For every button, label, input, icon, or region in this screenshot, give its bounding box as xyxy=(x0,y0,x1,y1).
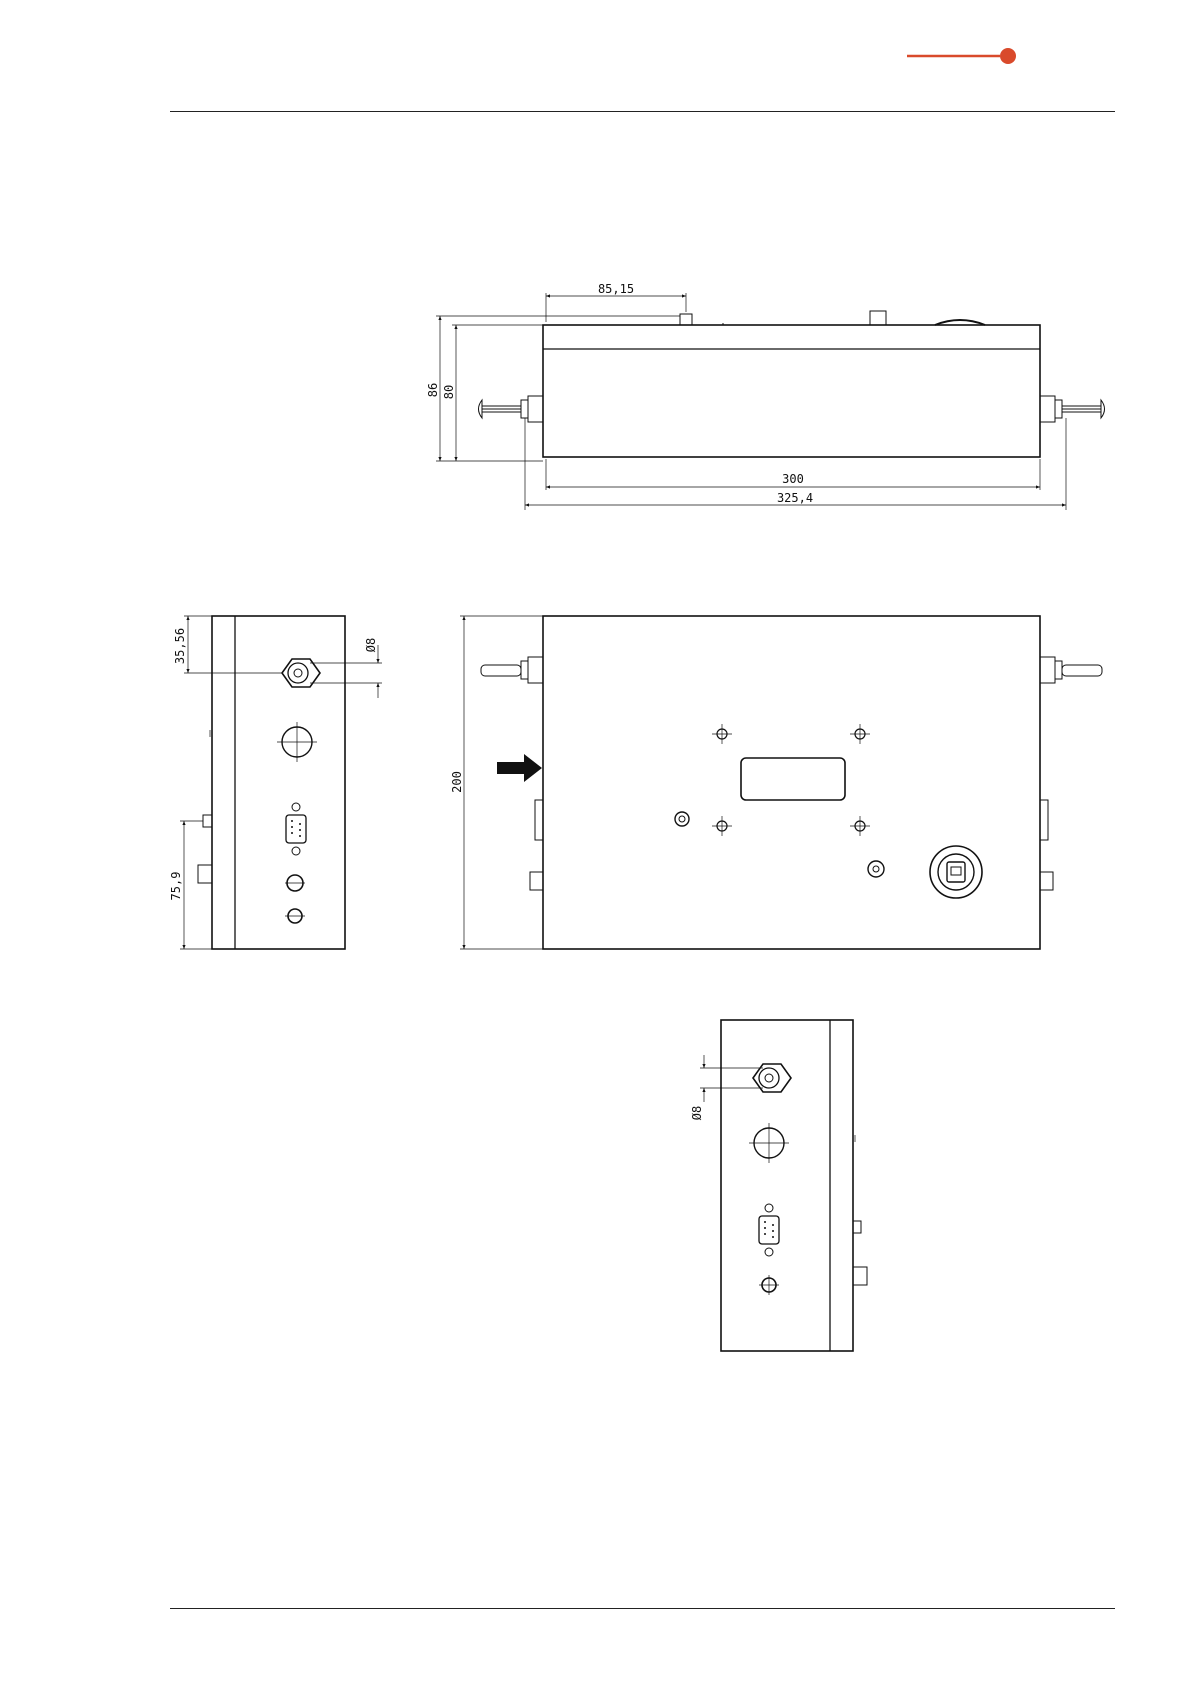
dim-height-body-label: 80 xyxy=(442,385,456,399)
dim-length-total-label: 325,4 xyxy=(777,491,813,505)
dim-offset-label: 85,15 xyxy=(598,282,634,296)
dim-left-diameter-label: Ø8 xyxy=(364,638,378,652)
dim-length-body-label: 300 xyxy=(782,472,804,486)
front-view: 200 xyxy=(450,616,1102,949)
top-view: 85,15 86 80 300 325,4 xyxy=(426,282,1105,510)
dim-bottom-diameter-label: Ø8 xyxy=(690,1106,704,1120)
dim-connector-offset-label: 35,56 xyxy=(173,628,187,664)
arrow-icon xyxy=(497,754,542,782)
dim-width-label: 200 xyxy=(450,771,464,793)
dim-height-total-label: 86 xyxy=(426,383,440,397)
left-side-view: 35,56 Ø8 75,9 xyxy=(169,616,382,949)
dim-lower-offset-label: 75,9 xyxy=(169,872,183,901)
right-side-view: Ø8 xyxy=(690,1020,867,1351)
brand-logo xyxy=(907,48,1016,64)
